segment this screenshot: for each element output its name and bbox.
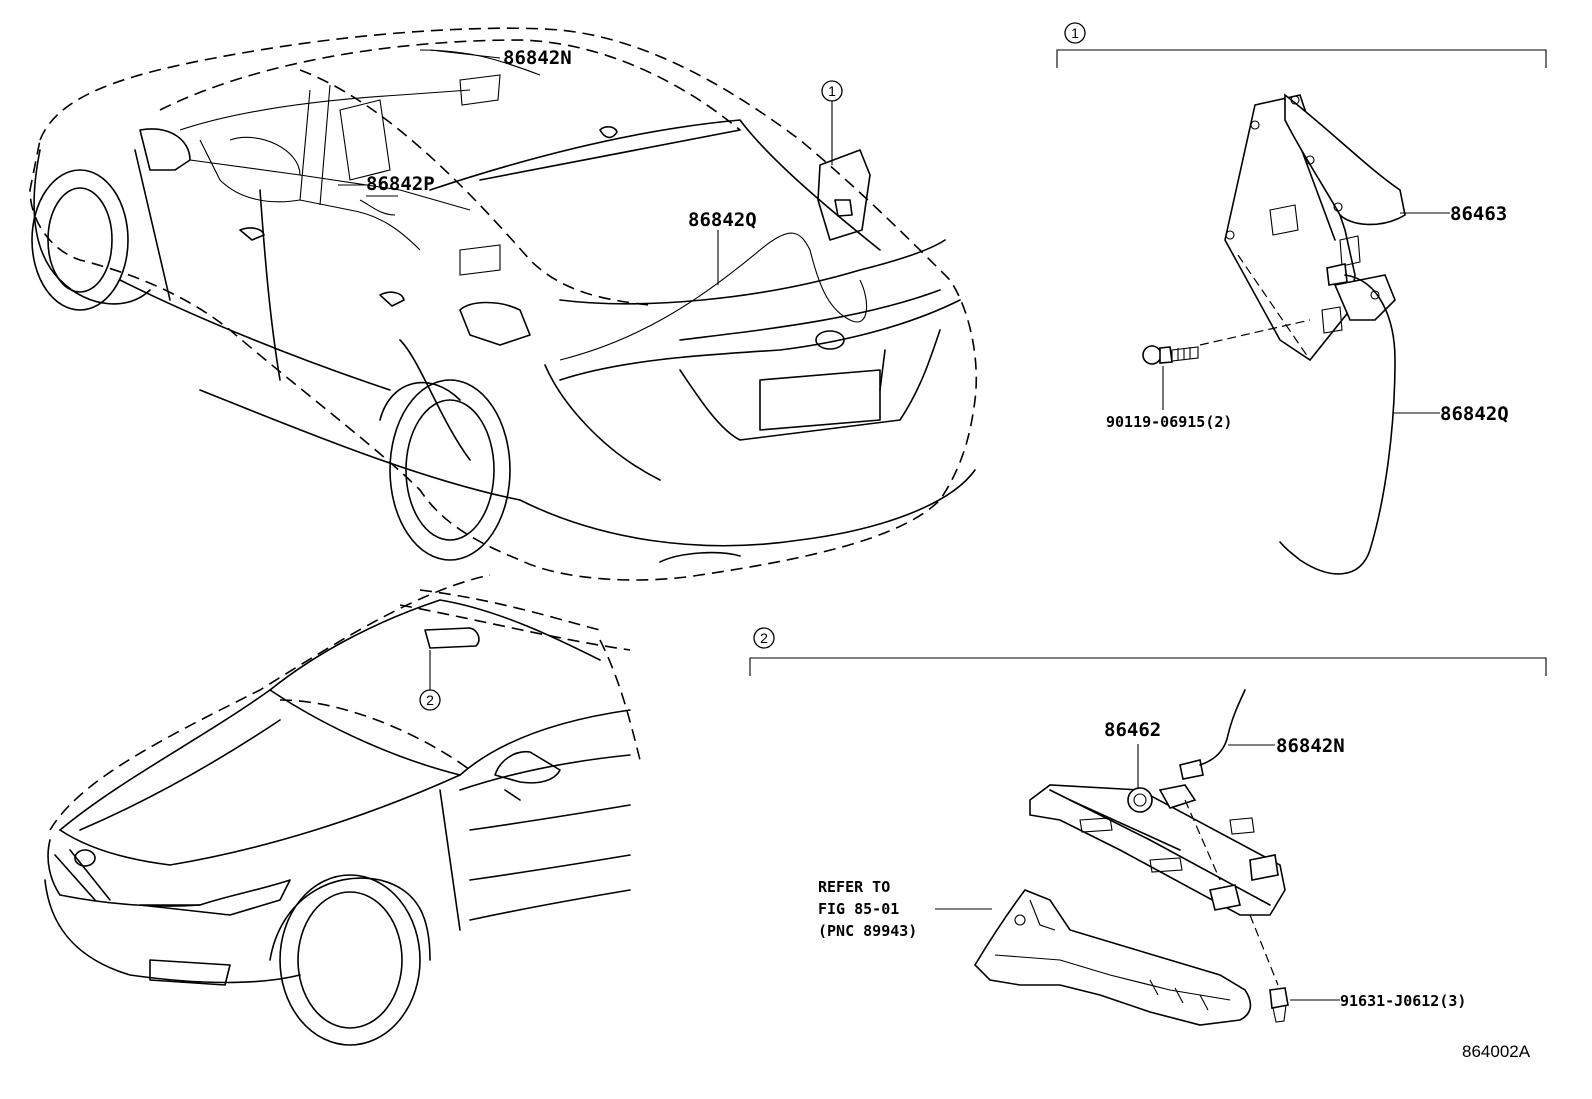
svg-text:2: 2 — [760, 630, 768, 646]
label-86842n-detail: 86842N — [1276, 735, 1345, 757]
detail-1-leaders — [1162, 212, 1450, 414]
detail-2-bracket: 2 — [749, 627, 1547, 676]
callout-1-car: 1 — [821, 80, 843, 102]
label-86842q-top: 86842Q — [688, 209, 757, 231]
label-refer-to: REFER TO — [818, 878, 890, 896]
svg-text:2: 2 — [426, 692, 434, 708]
label-86842p: 86842P — [366, 173, 435, 195]
detail-1-module-illustration — [1142, 93, 1406, 575]
label-86842n-top: 86842N — [503, 47, 572, 69]
rear-car-illustration — [29, 27, 978, 581]
label-86842q-detail: 86842Q — [1440, 403, 1509, 425]
svg-text:1: 1 — [1071, 25, 1079, 41]
label-86462: 86462 — [1104, 719, 1161, 741]
top-leaders — [338, 49, 833, 285]
front-car-illustration — [44, 574, 641, 1046]
label-refer-pnc: (PNC 89943) — [818, 922, 917, 940]
label-91631-j0612: 91631-J0612(3) — [1340, 992, 1466, 1010]
label-90119-06915: 90119-06915(2) — [1106, 413, 1232, 431]
detail-2-sensor-illustration — [973, 689, 1289, 1026]
label-86463: 86463 — [1450, 203, 1507, 225]
detail-2-leaders — [935, 744, 1340, 1001]
figure-code: 864002A — [1462, 1042, 1531, 1061]
callout-2-car: 2 — [419, 650, 441, 711]
svg-text:1: 1 — [828, 83, 836, 99]
detail-1-bracket: 1 — [1056, 22, 1547, 68]
label-refer-fig: FIG 85-01 — [818, 900, 899, 918]
